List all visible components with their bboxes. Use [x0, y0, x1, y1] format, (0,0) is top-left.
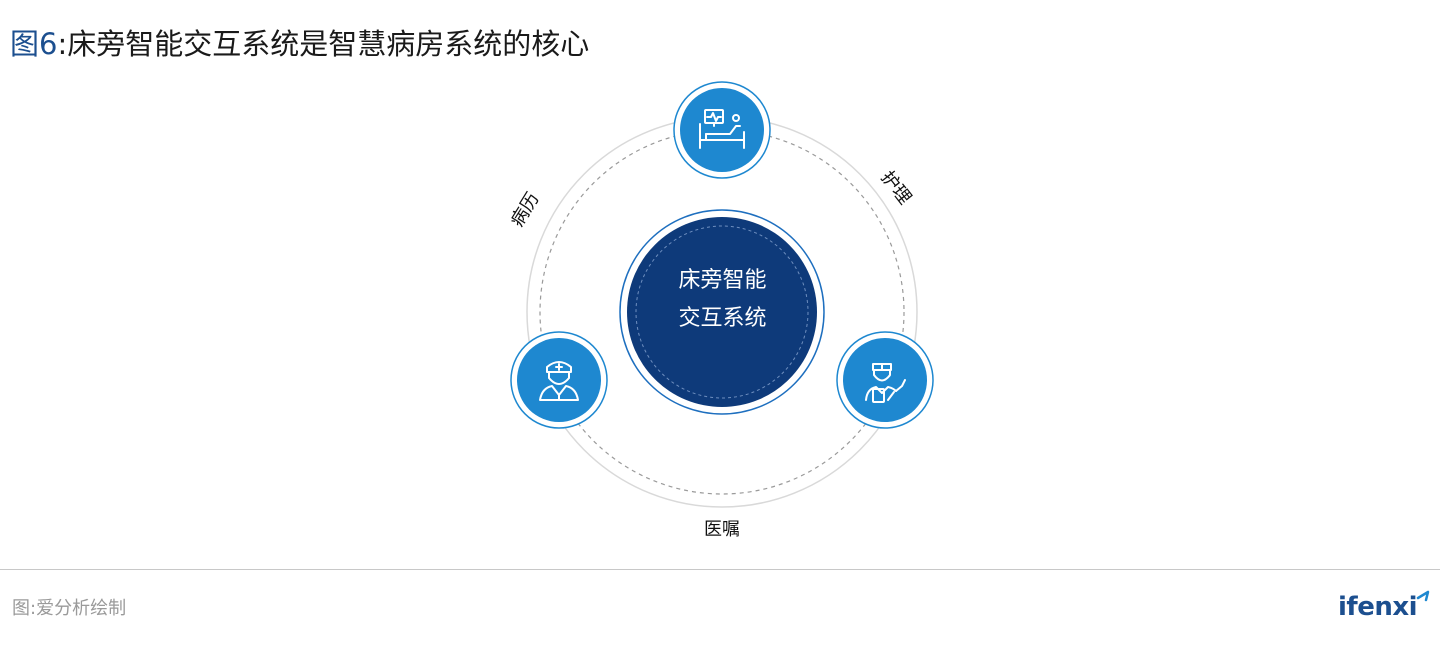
center-label-line2: 交互系统	[678, 306, 767, 331]
node-nurse	[836, 331, 934, 429]
source-note: 图:爱分析绘制	[12, 598, 127, 619]
nurse-icon	[865, 363, 906, 403]
node-doctor	[510, 331, 608, 429]
footer-divider	[0, 569, 1440, 570]
title-text: 床旁智能交互系统是智慧病房系统的核心	[67, 27, 590, 61]
title-colon: :	[57, 27, 68, 61]
center-node	[619, 209, 825, 415]
center-label-line1: 床旁智能	[678, 268, 767, 293]
logo-mark-icon	[1416, 590, 1430, 602]
doctor-icon	[539, 361, 579, 401]
node-bedside	[673, 81, 771, 179]
ifenxi-logo: ifenxi	[1338, 588, 1434, 632]
logo-text: ifenxi	[1338, 592, 1418, 622]
edge-label-yizhu: 医嘱	[704, 519, 740, 540]
center-label: 床旁智能 交互系统	[620, 262, 825, 338]
patient-bed-monitor-icon	[699, 109, 745, 149]
page-title: 图6:床旁智能交互系统是智慧病房系统的核心	[10, 22, 589, 66]
figure-label: 图6	[10, 27, 58, 61]
